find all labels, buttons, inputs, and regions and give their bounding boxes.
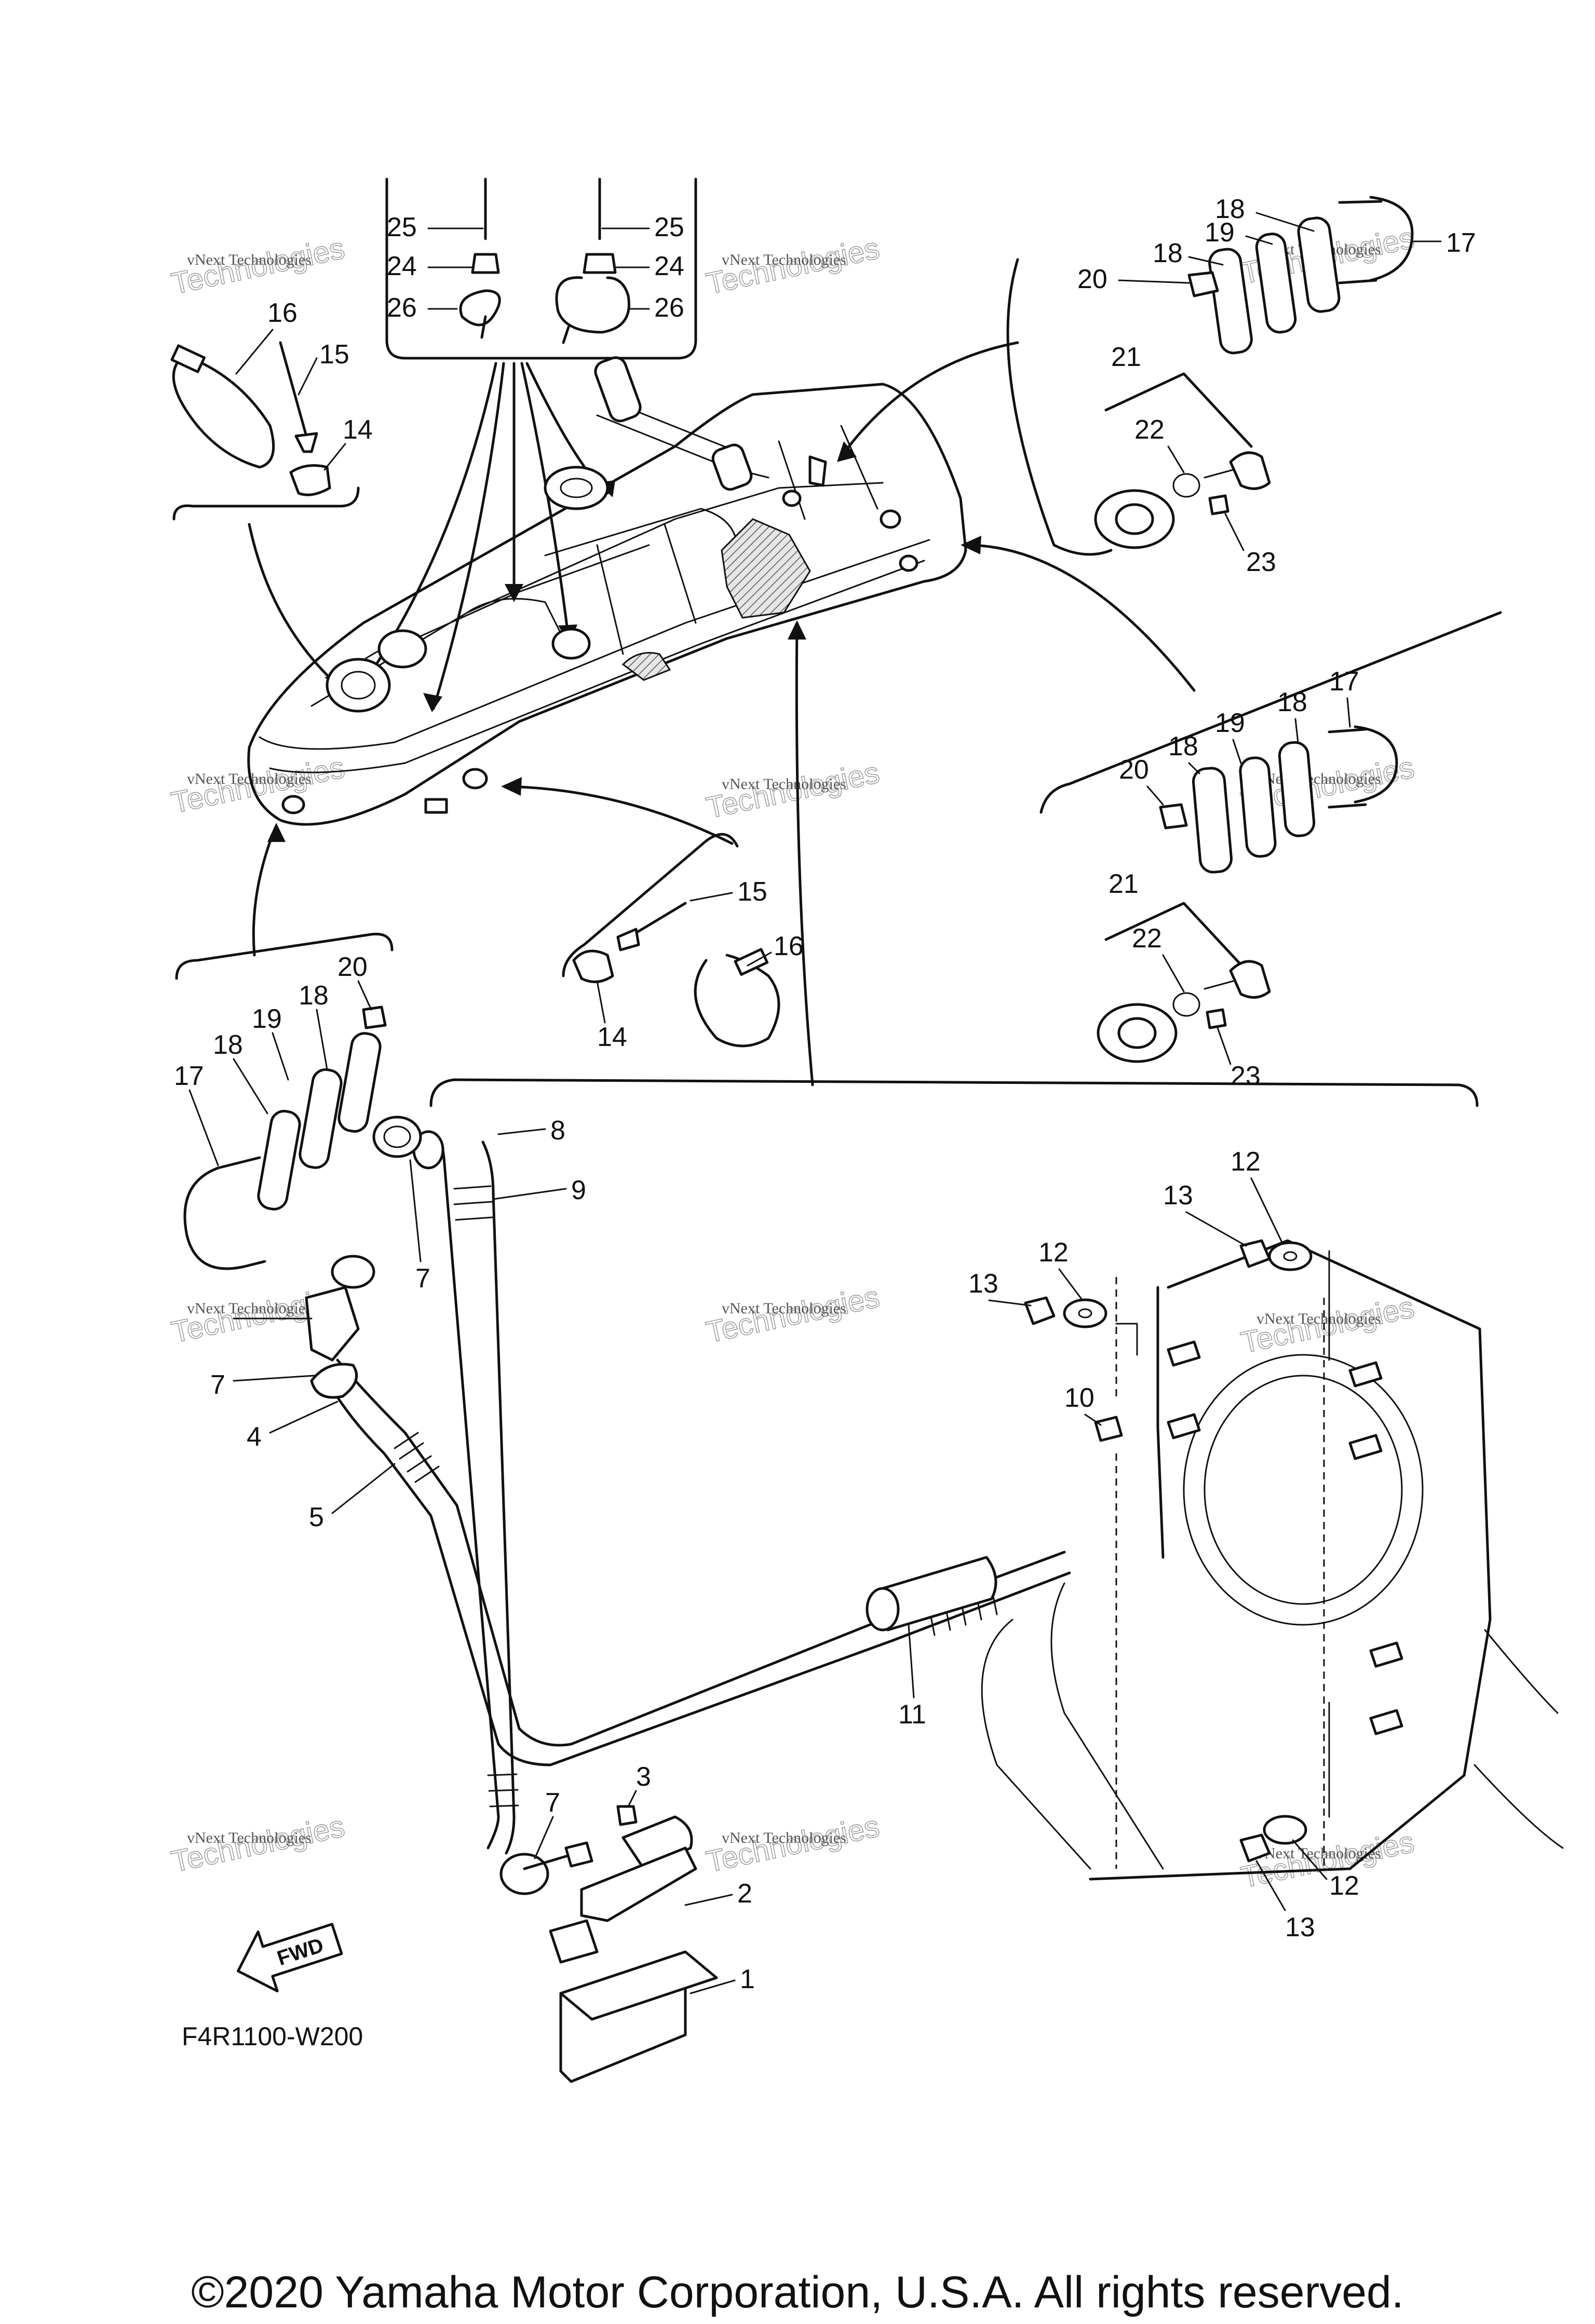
fwd-arrow-icon: FWD [237,1923,343,1993]
callout-26: 26 [654,293,684,323]
svg-text:vNext Technologies: vNext Technologies [722,1829,846,1846]
callout-11: 11 [898,1700,926,1730]
callout-16: 16 [774,931,804,961]
callout-1: 1 [740,1964,755,1994]
group-brackets [172,178,1502,1107]
callout-20: 20 [337,952,368,982]
callout-18: 18 [1215,194,1245,224]
svg-text:vNext Technologies: vNext Technologies [722,776,846,793]
callout-14: 14 [597,1022,627,1052]
callout-17: 17 [1329,667,1359,697]
bracket-lower-left [175,932,394,980]
pump-housing [981,1239,1564,1881]
callout-20: 20 [1077,264,1107,294]
bracket-main [429,1078,1479,1107]
callout-16: 16 [267,298,298,328]
bracket-middle-center [562,833,739,977]
watermark: Technologies vNext Technologies [168,750,348,820]
callout-13: 13 [1285,1912,1315,1942]
watercraft-hull [247,356,967,826]
callout-25: 25 [387,212,417,242]
callout-3: 3 [636,1762,651,1792]
callout-14: 14 [343,415,373,445]
watermark: Technologies vNext Technologies [703,1809,883,1879]
watermark: Technologies vNext Technologies [703,1280,883,1350]
callout-26: 26 [387,293,417,323]
part-group-middle-center [572,902,780,1048]
hose-assembly [305,1116,1123,2083]
callout-18: 18 [1168,731,1198,762]
callout-12: 12 [1038,1238,1069,1268]
watermark: Technologies vNext Technologies [1238,1290,1417,1360]
part-group-top-left [170,341,331,496]
svg-text:vNext Technologies: vNext Technologies [187,1300,312,1317]
part-group-lower-left [183,1005,387,1270]
callout-19: 19 [1215,708,1245,738]
callout-17: 17 [174,1061,204,1091]
svg-text:vNext Technologies: vNext Technologies [1256,1310,1381,1327]
callout-7: 7 [210,1370,225,1400]
bracket-middle-right [1039,611,1502,814]
callout-15: 15 [737,877,767,907]
callout-21: 21 [1111,342,1141,372]
callout-23: 23 [1246,547,1276,577]
callout-24: 24 [387,251,417,281]
svg-text:vNext Technologies: vNext Technologies [722,1300,846,1317]
callout-5: 5 [309,1502,324,1532]
svg-text:vNext Technologies: vNext Technologies [722,251,846,268]
callout-19: 19 [252,1004,282,1034]
callout-19: 19 [1205,218,1235,248]
callout-18: 18 [1153,238,1183,268]
callout-18: 18 [213,1030,243,1060]
callout-12: 12 [1231,1147,1261,1177]
callout-20: 20 [1119,755,1149,785]
watermark: Technologies vNext Technologies [703,755,883,825]
callout-2: 2 [737,1879,752,1909]
callout-18: 18 [299,981,329,1011]
callout-13: 13 [968,1269,998,1299]
callout-17: 17 [1446,228,1476,258]
part-group-middle-right [1097,725,1398,1063]
callout-18: 18 [1277,687,1307,717]
svg-text:vNext Technologies: vNext Technologies [1256,770,1381,787]
callout-23: 23 [1231,1061,1261,1091]
callout-10: 10 [1064,1383,1094,1413]
bracket-top-right [1006,258,1113,556]
part-group-top-right [1094,196,1414,549]
watermark: Technologies vNext Technologies [703,231,883,301]
pointer-arrows [248,341,1196,1086]
bracket-top-left [172,486,360,521]
watermark: Technologies vNext Technologies [168,231,348,301]
callout-15: 15 [319,339,349,370]
diagram-code: F4R1100-W200 [182,2022,363,2051]
svg-text:vNext Technologies: vNext Technologies [187,251,312,268]
bracket-top-center [385,178,697,360]
callout-4: 4 [247,1422,262,1452]
copyright-notice: ©2020 Yamaha Motor Corporation, U.S.A. A… [191,2267,1404,2317]
callout-24: 24 [654,251,684,281]
callout-22: 22 [1134,415,1165,445]
callout-7: 7 [545,1788,560,1818]
callout-7: 7 [415,1263,430,1294]
part-group-top-center [459,178,630,344]
callout-9: 9 [571,1175,586,1205]
callout-25: 25 [654,212,684,242]
callout-22: 22 [1132,923,1162,954]
callout-13: 13 [1163,1180,1193,1211]
callouts: 25 24 26 25 24 26 16 15 14 18 19 17 18 2… [174,194,1476,1994]
callout-12: 12 [1329,1871,1359,1901]
watermark: Technologies vNext Technologies [168,1809,348,1879]
svg-text:vNext Technologies: vNext Technologies [187,1829,312,1846]
callout-8: 8 [550,1116,565,1146]
callout-21: 21 [1109,869,1139,899]
